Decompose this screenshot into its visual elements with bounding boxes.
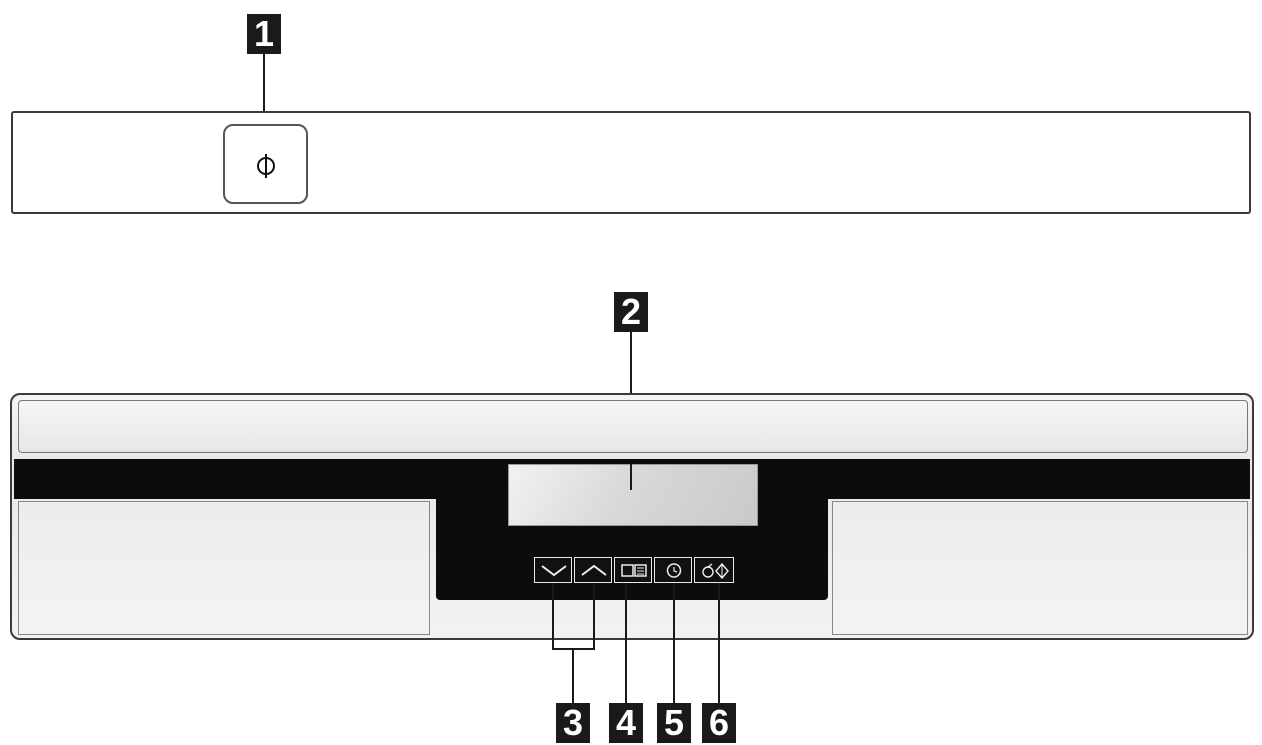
callout-2: 2 bbox=[614, 292, 648, 332]
leader-line-3 bbox=[572, 648, 574, 704]
display-screen bbox=[508, 464, 758, 526]
callout-6: 6 bbox=[702, 703, 736, 743]
leader-line-4 bbox=[625, 583, 627, 704]
leader-line-6 bbox=[718, 583, 720, 704]
start-button[interactable] bbox=[694, 557, 734, 583]
delay-start-icon bbox=[666, 563, 682, 578]
leader-line-3a bbox=[552, 583, 554, 649]
callout-5: 5 bbox=[657, 703, 691, 743]
power-button[interactable] bbox=[223, 124, 308, 204]
program-select-icon bbox=[621, 564, 647, 577]
down-button[interactable] bbox=[534, 557, 572, 583]
callout-1: 1 bbox=[247, 14, 281, 54]
chevron-down-icon bbox=[541, 565, 567, 577]
leader-line-5 bbox=[673, 583, 675, 704]
power-icon bbox=[257, 154, 275, 178]
callout-3: 3 bbox=[556, 703, 590, 743]
delay-start-button[interactable] bbox=[654, 557, 692, 583]
start-stop-icon bbox=[702, 562, 729, 580]
leader-line-2-inner bbox=[630, 464, 632, 490]
chevron-up-icon bbox=[581, 564, 607, 576]
panel-top-strip bbox=[18, 400, 1248, 453]
up-button[interactable] bbox=[574, 557, 612, 583]
panel-lower-left bbox=[18, 501, 430, 635]
leader-line-3b bbox=[593, 583, 595, 649]
top-control-panel bbox=[11, 111, 1251, 214]
panel-lower-right bbox=[832, 501, 1248, 635]
program-button[interactable] bbox=[614, 557, 652, 583]
callout-4: 4 bbox=[609, 703, 643, 743]
leader-line-1 bbox=[263, 54, 265, 154]
